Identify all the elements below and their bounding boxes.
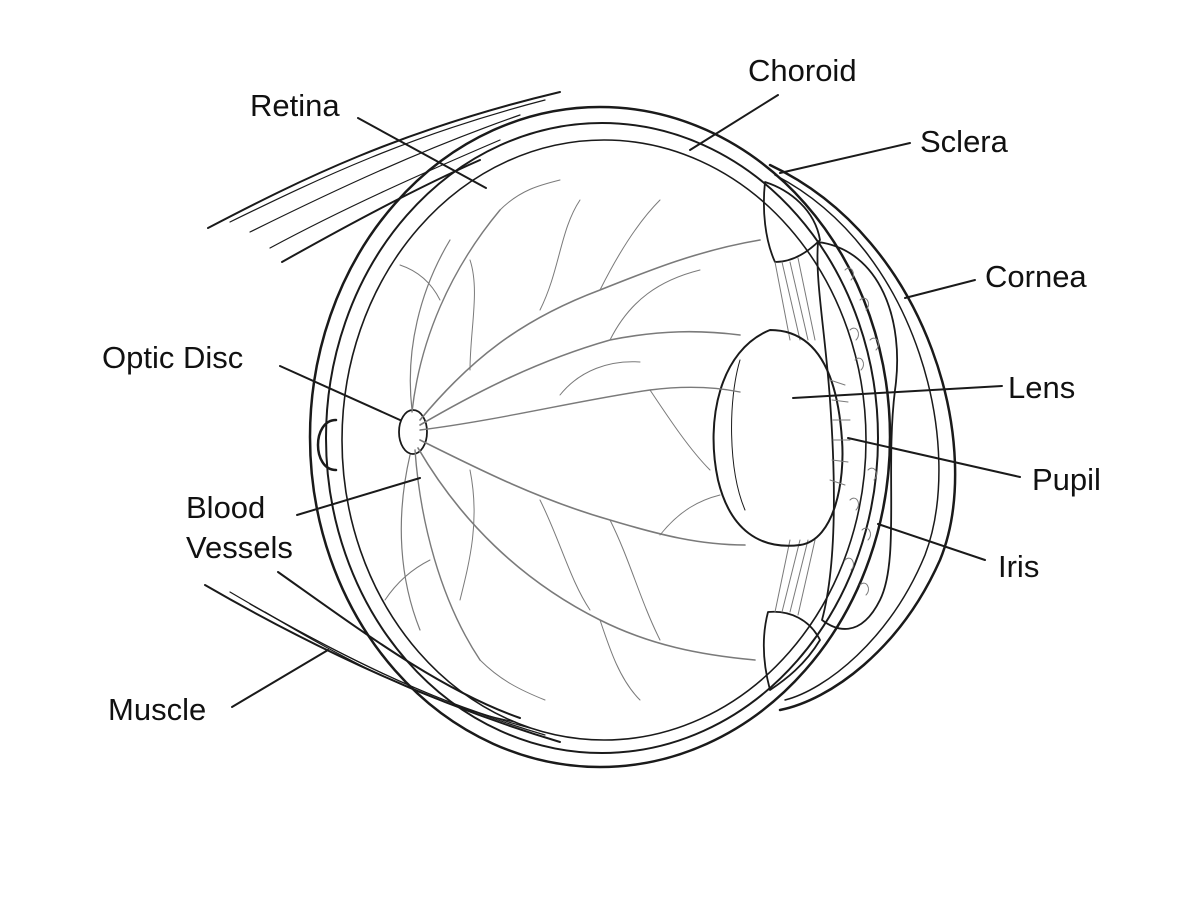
label-sclera: Sclera <box>920 124 1008 159</box>
label-pupil: Pupil <box>1032 462 1101 497</box>
blood-vessel-network <box>384 179 761 701</box>
cornea-outline <box>768 163 957 712</box>
iris-shape <box>816 241 899 630</box>
optic-disc-shape <box>398 409 428 455</box>
lower-muscle <box>204 571 561 743</box>
label-iris: Iris <box>998 549 1040 584</box>
ciliary-body-top <box>763 181 821 263</box>
sclera-outline <box>308 105 892 769</box>
label-optic-disc: Optic Disc <box>102 340 244 375</box>
upper-muscle <box>207 91 561 263</box>
zonule-fibers <box>774 257 816 616</box>
label-blood-vessels-line2: Vessels <box>186 530 293 565</box>
lens-outline <box>712 329 844 547</box>
leader-lines <box>231 94 1021 708</box>
label-cornea: Cornea <box>985 259 1087 294</box>
iris-texture <box>844 267 879 596</box>
label-choroid: Choroid <box>748 53 857 88</box>
ciliary-body-bottom <box>762 610 821 691</box>
label-blood-vessels-line1: Blood <box>186 490 266 525</box>
optic-nerve <box>316 418 338 472</box>
label-retina: Retina <box>250 88 340 123</box>
pupil-ruffle <box>829 379 851 486</box>
choroid-outline <box>325 122 879 754</box>
label-lens: Lens <box>1008 370 1076 405</box>
retina-outline <box>341 139 867 741</box>
label-blood-vessels: Blood Vessels <box>186 488 293 568</box>
label-muscle: Muscle <box>108 692 207 727</box>
